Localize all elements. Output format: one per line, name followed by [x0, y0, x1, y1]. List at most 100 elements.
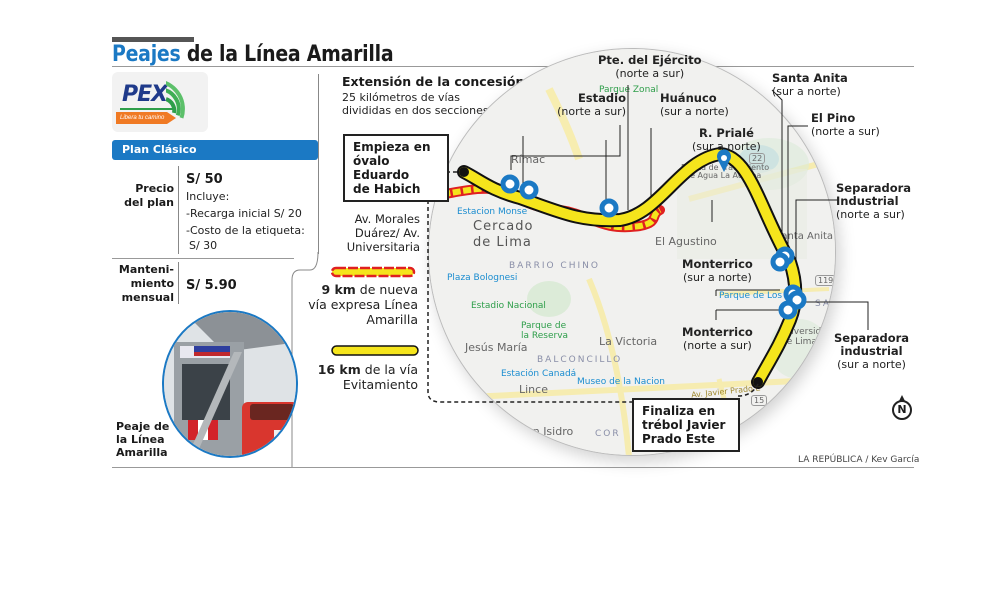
plan-divider	[112, 258, 294, 259]
route-shield-22: 22	[749, 153, 766, 164]
includes-label: Incluye:	[186, 190, 230, 203]
map-label-santa-felicia: SANTA FEL	[815, 299, 835, 309]
end-dot	[753, 377, 763, 387]
end-callout-line: trébol Javier	[642, 418, 726, 432]
maintenance-label: Manteni- miento mensual	[112, 263, 174, 305]
route-map: Rímac Cercado de Lima El Agustino BARRIO…	[428, 48, 836, 456]
map-label-plaza-bolognesi: Plaza Bolognesi	[447, 273, 518, 283]
maintenance-divider	[178, 262, 179, 304]
start-callout-line: óvalo Eduardo	[353, 154, 410, 182]
toll-label-santa-anita: Santa Anita (sur a norte)	[772, 72, 848, 99]
toll-direction: (norte a sur)	[836, 208, 905, 221]
toll-label-priale: R. Prialé (sur a norte)	[692, 126, 761, 154]
route-shield-15: 15	[751, 395, 768, 406]
map-label-estacion-canada: Estación Canadá	[501, 369, 577, 379]
legend-evitamiento-text: de la vía	[360, 362, 418, 377]
toll-label-separadora-sn: Separadora industrial (sur a norte)	[834, 331, 910, 372]
signal-waves-icon	[166, 79, 185, 119]
map-roads	[429, 49, 835, 455]
map-label-cercado: Cercado	[473, 219, 534, 234]
includes-item: -Costo de la etiqueta:	[186, 224, 305, 237]
toll-label-huanuco: Huánuco (sur a norte)	[660, 91, 729, 119]
toll-name: Separadora	[834, 331, 910, 345]
maintenance-value: S/ 5.90	[186, 278, 237, 293]
caption-line: la Línea	[116, 433, 165, 446]
panel-bracket	[291, 251, 319, 468]
toll-direction: (norte a sur)	[557, 105, 626, 118]
map-label-museo-nacion: Museo de la Nacion	[577, 377, 665, 387]
toll-direction: (sur a norte)	[682, 271, 752, 284]
toll-label-pte-ejercito: Pte. del Ejército (norte a sur)	[598, 53, 702, 81]
west-end-label: Av. Morales Duárez/ Av. Universitaria	[340, 212, 420, 254]
west-end-line: Av. Morales	[354, 212, 420, 226]
legend-evitamiento-line-1: 16 km de la vía	[296, 362, 418, 377]
route-shield-119: 119	[815, 275, 835, 286]
map-label-parque-los-andes: Parque de Los A	[719, 291, 792, 301]
price-label-line: del plan	[124, 196, 174, 209]
toll-direction: (sur a norte)	[837, 358, 906, 371]
map-label-el-agustino: El Agustino	[655, 235, 717, 248]
page-title: Peajes de la Línea Amarilla	[112, 42, 394, 67]
map-label-cercado-2: de Lima	[473, 235, 532, 250]
toll-direction: (sur a norte)	[772, 85, 841, 98]
map-label-parque-reserva-2: la Reserva	[521, 331, 569, 341]
north-compass-icon: N	[892, 395, 912, 420]
bottom-divider	[112, 467, 914, 468]
maintenance-label-line: miento	[130, 277, 174, 290]
toll-name: Pte. del Ejército	[598, 53, 702, 67]
toll-direction: (norte a sur)	[615, 67, 685, 80]
map-label-lince: Lince	[519, 383, 548, 396]
toll-booth-photo	[162, 310, 298, 458]
end-callout-line: Prado Este	[642, 432, 716, 446]
toll-direction: (norte a sur)	[811, 125, 880, 138]
toll-name: Estadio	[577, 91, 626, 105]
west-end-line: Universitaria	[346, 240, 420, 254]
caption-line: Peaje de	[116, 420, 170, 433]
start-callout-line: Empieza en	[353, 140, 431, 154]
legend-expressway-line-3: Amarilla	[366, 312, 418, 327]
maintenance-label-line: mensual	[121, 291, 174, 304]
caption-line: Amarilla	[116, 446, 168, 459]
map-label-universidad-lima-2: de Lima	[781, 337, 817, 347]
toll-name: Monterrico	[682, 257, 753, 271]
pex-underline	[120, 108, 176, 110]
toll-label-el-pino: El Pino (norte a sur)	[811, 112, 880, 139]
map-label-estacion-monserrate: Estacion Monse	[457, 207, 528, 217]
price-includes: Incluye: -Recarga inicial S/ 20 -Costo d…	[186, 188, 305, 252]
map-label-jesus-maria: Jesús María	[465, 341, 528, 354]
pex-tagline: Libera tu camino	[116, 112, 176, 124]
pex-logo: PEX Libera tu camino	[112, 72, 208, 132]
plan-name-bar: Plan Clásico	[112, 140, 318, 160]
west-end-line: Duárez/ Av.	[354, 226, 420, 240]
pex-brand: PEX	[122, 82, 168, 107]
toll-direction: (norte a sur)	[682, 339, 752, 352]
map-label-barrio-chino: BARRIO CHINO	[509, 261, 600, 271]
includes-item: S/ 30	[189, 239, 218, 252]
start-callout: Empieza en óvalo Eduardo de Habich	[343, 134, 449, 202]
legend-expressway-km: 9 km	[321, 282, 356, 297]
legend-expressway: 9 km de nueva vía expresa Línea Amarilla	[296, 282, 418, 327]
price-label: Precio del plan	[118, 182, 174, 210]
toll-direction: (sur a norte)	[692, 140, 761, 153]
title-accent-bar	[112, 37, 194, 42]
credit-line: LA REPÚBLICA / Kev García	[798, 455, 920, 465]
left-panel-border	[318, 74, 319, 254]
photo-caption: Peaje de la Línea Amarilla	[116, 420, 169, 459]
map-label-parque-zonal: Parque Zonal	[599, 85, 659, 95]
toll-name: R. Prialé	[698, 126, 754, 140]
legend-evitamiento-line-2: Evitamiento	[342, 377, 418, 392]
price-label-line: Precio	[135, 182, 174, 195]
legend-expressway-line-2: vía expresa Línea	[308, 297, 418, 312]
toll-name: Monterrico	[682, 325, 753, 339]
toll-label-monterrico-ns: Monterrico (norte a sur)	[682, 325, 753, 353]
map-label-la-victoria: La Victoria	[599, 335, 658, 348]
legend-evitamiento-km: 16 km	[317, 362, 361, 377]
toll-name: Huánuco	[660, 91, 717, 105]
map-label-parque-reserva: Parque de	[521, 321, 567, 331]
start-callout-line: de Habich	[353, 182, 421, 196]
end-callout: Finaliza en trébol Javier Prado Este	[632, 398, 740, 452]
title-rest: de la Línea Amarilla	[180, 42, 394, 67]
toll-name: Industrial	[836, 194, 899, 208]
toll-direction: (sur a norte)	[660, 105, 729, 118]
